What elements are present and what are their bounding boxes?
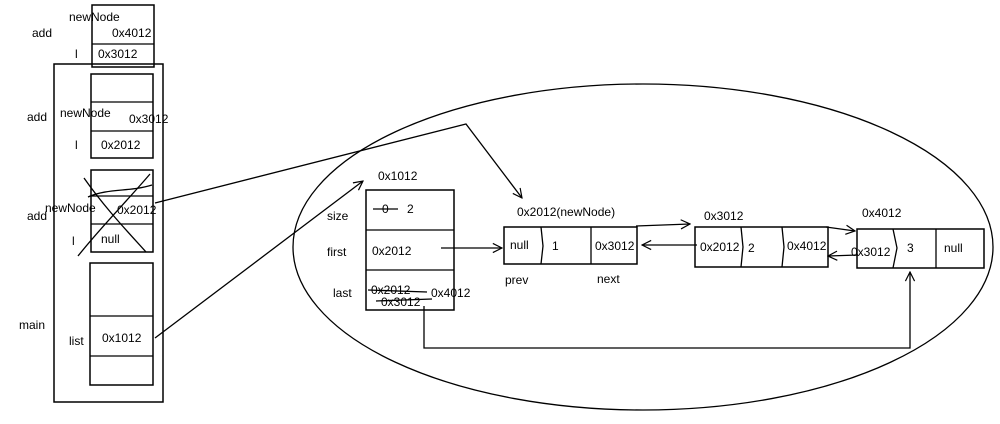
node-address: 0x4012 — [862, 206, 902, 220]
size-new-value: 2 — [407, 202, 414, 216]
node-box — [503, 226, 638, 265]
node-3: 0x4012 0x3012 3 null — [851, 206, 985, 269]
size-label: size — [327, 209, 349, 223]
var-list-value: 0x1012 — [102, 331, 142, 345]
node-next-value: null — [944, 241, 963, 255]
node-2: 0x3012 0x2012 2 0x4012 — [694, 209, 829, 268]
cross-out-stroke — [87, 184, 153, 198]
frame-label: main — [19, 318, 45, 332]
node-address: 0x2012(newNode) — [517, 205, 615, 219]
var-list-label: list — [69, 334, 84, 348]
var-l-value: 0x3012 — [98, 47, 138, 61]
node-next-value: 0x4012 — [787, 239, 827, 253]
strike-through — [367, 289, 428, 293]
arrow-node3-prev-to-node2 — [828, 255, 859, 256]
cross-out-stroke — [83, 177, 147, 253]
prev-field-label: prev — [505, 273, 528, 287]
arrow-node2-next-to-node3 — [825, 227, 855, 231]
node-divider — [540, 226, 544, 265]
node-box — [694, 226, 829, 268]
node-divider — [740, 226, 744, 268]
node-address: 0x3012 — [704, 209, 744, 223]
node-divider — [781, 226, 785, 268]
arrow-list-to-listobject — [154, 181, 363, 339]
node-prev-value: null — [510, 238, 529, 252]
var-newnode-label: newNode — [45, 201, 96, 215]
node-next-value: 0x3012 — [595, 239, 635, 253]
var-newnode-value: 0x4012 — [112, 26, 152, 40]
var-newnode-label: newNode — [69, 10, 120, 24]
node-item-value: 1 — [552, 239, 559, 253]
first-value: 0x2012 — [372, 244, 412, 258]
strike-through — [375, 298, 433, 302]
var-l-label: l — [75, 47, 78, 61]
stack-frame-add-top: add newNode 0x4012 l 0x3012 — [32, 4, 155, 68]
stack-frame-add-crossed: add newNode 0x2012 l null — [27, 169, 157, 257]
list-address: 0x1012 — [378, 169, 418, 183]
node-1: 0x2012(newNode) null 1 0x3012 prev next — [503, 205, 638, 287]
list-box — [365, 189, 455, 311]
stack-area: add newNode 0x4012 l 0x3012 add newNode … — [19, 4, 169, 403]
node-item-value: 2 — [748, 241, 755, 255]
stack-outer-border — [53, 63, 164, 403]
last-label: last — [333, 286, 352, 300]
frame-box — [90, 169, 154, 253]
var-newnode-value: 0x3012 — [129, 112, 169, 126]
frame-label: add — [27, 209, 47, 223]
node-box — [856, 228, 985, 269]
arrow-newnode-to-node1 — [154, 123, 522, 204]
var-l-value: null — [101, 232, 120, 246]
frame-box — [91, 4, 155, 68]
node-prev-value: 0x2012 — [700, 240, 740, 254]
frame-label: add — [32, 26, 52, 40]
next-field-label: next — [597, 272, 620, 286]
var-newnode-label: newNode — [60, 106, 111, 120]
var-l-label: l — [72, 234, 75, 248]
node-divider — [892, 228, 898, 269]
node-item-value: 3 — [907, 241, 914, 255]
cross-out-stroke — [77, 173, 151, 257]
list-object: 0x1012 size 0 2 first 0x2012 last 0x2012… — [327, 169, 471, 311]
last-new-value: 0x4012 — [431, 286, 471, 300]
first-label: first — [327, 245, 347, 259]
frame-box — [90, 73, 154, 159]
last-old-value: 0x2012 — [371, 283, 411, 297]
frame-label: add — [27, 110, 47, 124]
var-l-label: l — [75, 138, 78, 152]
node-prev-value: 0x3012 — [851, 245, 891, 259]
arrow-node1-next-to-node2 — [635, 224, 690, 226]
var-l-value: 0x2012 — [101, 138, 141, 152]
stack-frame-main: main list 0x1012 — [19, 262, 154, 386]
arrow-last-to-node3 — [423, 272, 910, 349]
last-old-value: 0x3012 — [381, 295, 421, 309]
var-newnode-value: 0x2012 — [117, 203, 157, 217]
frame-box — [89, 262, 154, 386]
stack-frame-add-middle: add newNode 0x3012 l 0x2012 — [27, 73, 169, 159]
heap-ellipse — [292, 83, 994, 411]
